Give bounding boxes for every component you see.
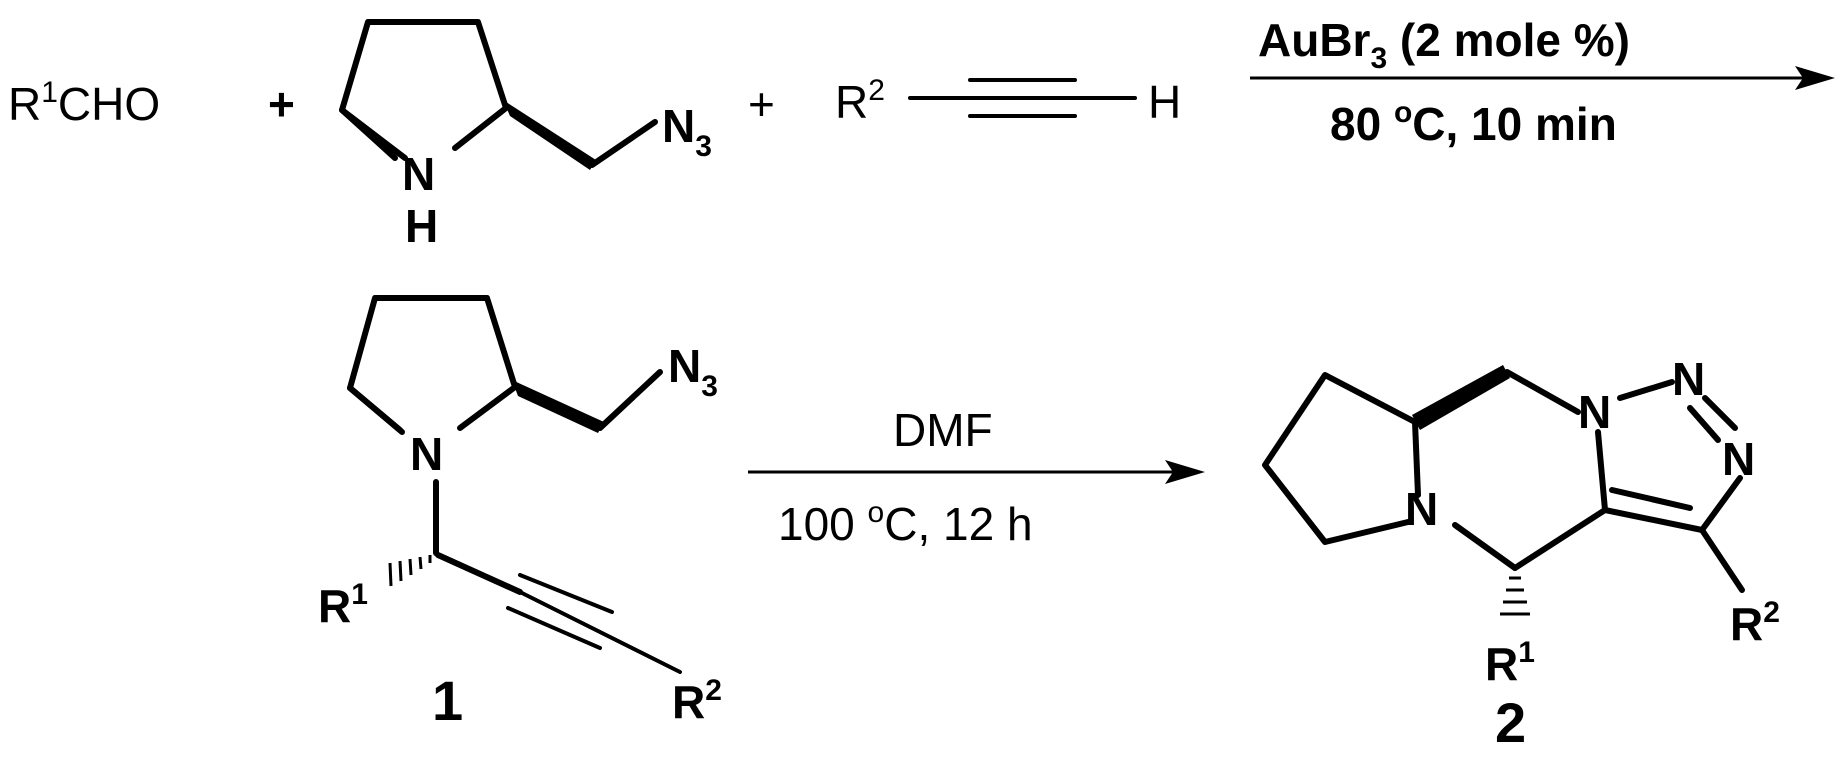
- product-triazole-cc: [1602, 507, 1705, 533]
- product-r2-label: R2: [1730, 596, 1780, 650]
- product-c-n-bond: [1595, 429, 1608, 513]
- amine-structure: N H N3: [339, 19, 712, 252]
- product-r1-label: R1: [1485, 636, 1535, 690]
- amine-ch2-n3-bond: [589, 119, 658, 168]
- product-ch-c-bond: [1512, 507, 1608, 571]
- product-structure: N N N N R1 R2 2: [1262, 353, 1780, 754]
- intermediate-triple-2: [518, 590, 682, 674]
- intermediate-n-label: N: [410, 428, 443, 480]
- product-hashed-bond: [1500, 576, 1530, 616]
- step2-solvent: DMF: [893, 404, 993, 456]
- product-n-triazole-3-label: N: [1722, 433, 1755, 485]
- product-ch2-n-bond: [1504, 369, 1581, 415]
- amine-h-label: H: [405, 200, 438, 252]
- intermediate-ch-alkyne-bond: [435, 552, 523, 595]
- product-c-r2-bond: [1699, 527, 1745, 593]
- product-ring-fusion-bond: [1412, 419, 1421, 498]
- product-triazole-n1n2: [1617, 379, 1675, 401]
- step2-conditions: 100 oC, 12 h: [778, 496, 1033, 550]
- plus-sign-1: +: [268, 78, 295, 130]
- product-n-ring-label: N: [1405, 483, 1438, 535]
- step1-conditions: 80 oC, 10 min: [1330, 96, 1617, 150]
- step1-catalyst: AuBr3 (2 mole %): [1258, 14, 1630, 75]
- plus-sign-2: +: [748, 78, 775, 130]
- intermediate-number: 1: [432, 669, 463, 732]
- amine-azide-label: N3: [662, 100, 712, 163]
- product-number: 2: [1495, 691, 1526, 754]
- intermediate-wedge-bond: [512, 380, 604, 433]
- step1-arrow-head: [1795, 66, 1835, 90]
- amine-wedge-bond: [503, 100, 596, 170]
- amine-nh-bond: [339, 107, 398, 161]
- intermediate-r2-label: R2: [672, 674, 722, 728]
- product-pyrrolidine-bonds: [1262, 372, 1418, 545]
- alkyne-h-label: H: [1148, 76, 1181, 128]
- product-triazole-n3c: [1699, 475, 1743, 533]
- alkyne-r2-label: R2: [835, 74, 885, 128]
- aldehyde-label: R1CHO: [8, 76, 160, 130]
- product-n-ch-bond: [1452, 522, 1518, 571]
- intermediate-r1-label: R1: [318, 578, 368, 632]
- amine-ring-bonds: [339, 19, 509, 161]
- intermediate-triple-1: [518, 573, 614, 614]
- intermediate-hashed-bond: [388, 555, 432, 587]
- product-triazole-n2n3-a: [1702, 395, 1738, 431]
- product-triazole-n2n3-b: [1687, 405, 1721, 443]
- intermediate-ch2-n3-bond: [597, 369, 663, 431]
- product-wedge-bond: [1412, 365, 1510, 430]
- amine-n-label: N: [402, 148, 435, 200]
- step2-arrow-head: [1165, 460, 1205, 484]
- intermediate-ring-close: [347, 385, 403, 433]
- step2-arrow: [748, 460, 1205, 484]
- alkyne-structure: R2 H: [835, 74, 1181, 128]
- intermediate-azide-label: N3: [668, 340, 718, 403]
- product-n-triazole-2-label: N: [1672, 353, 1705, 405]
- product-n-triazole-1-label: N: [1578, 386, 1611, 438]
- product-triazole-cc-double: [1609, 487, 1693, 511]
- intermediate-structure: N N3 R1 R2 1: [318, 295, 722, 732]
- step1-arrow: [1250, 66, 1835, 90]
- intermediate-triple-3: [506, 606, 602, 650]
